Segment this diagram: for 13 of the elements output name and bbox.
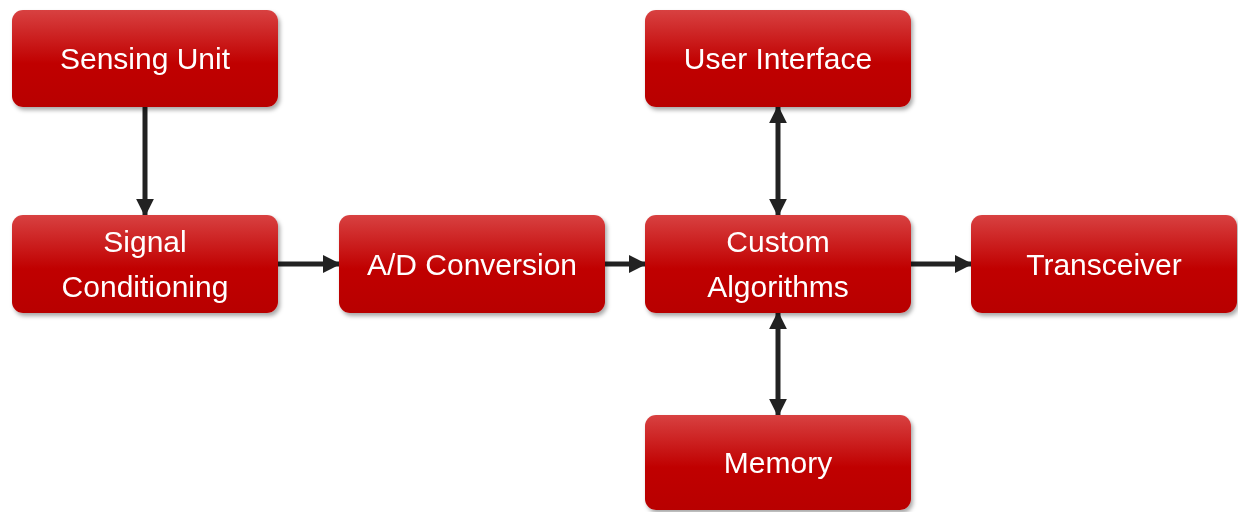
process-box: User Interface: [645, 10, 911, 107]
arrow: [769, 311, 787, 417]
arrow: [769, 105, 787, 217]
arrow: [605, 255, 647, 273]
arrow: [911, 255, 973, 273]
arrow: [136, 107, 154, 217]
process-box: Sensing Unit: [12, 10, 278, 107]
process-box: Memory: [645, 415, 911, 510]
process-box: Custom Algorithms: [645, 215, 911, 313]
process-box: Transceiver: [971, 215, 1237, 313]
arrow: [278, 255, 341, 273]
process-box: Signal Conditioning: [12, 215, 278, 313]
process-box: A/D Conversion: [339, 215, 605, 313]
